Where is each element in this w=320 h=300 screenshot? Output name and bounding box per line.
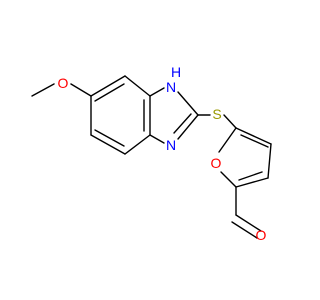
methoxy-oxygen-label: O (58, 75, 69, 91)
bond-methyl-o (31, 83, 55, 97)
bond-s-furan (223, 114, 237, 129)
bond-furan-c5-c4 (235, 127, 272, 145)
bond-c2-n-inner (173, 113, 192, 134)
bond-layer (31, 75, 272, 239)
nh-nitrogen-label: N (166, 79, 176, 95)
bond-o-aryl (70, 83, 92, 97)
bond-benz-2 (124, 75, 151, 97)
nh-hydrogen-label: H (171, 64, 181, 80)
bond-nh-c2 (177, 91, 199, 116)
bond-furan-c4-c3 (267, 143, 272, 179)
bond-furan-c3-c2 (235, 177, 269, 188)
bond-furan-c2-o (220, 171, 237, 188)
thioether-sulfur-label: S (212, 106, 221, 122)
aldehyde-oxygen-label: O (256, 227, 267, 243)
molecule-structure: O H N N S O O (31, 64, 272, 243)
bond-benz-5-inner (94, 129, 125, 147)
bond-cho-o-1 (235, 214, 262, 232)
bond-benz-4 (124, 134, 151, 155)
bond-benz-1 (90, 75, 126, 97)
bond-c-nh (149, 87, 165, 97)
bond-n-c (149, 134, 165, 144)
bond-furan-o-c5 (218, 127, 237, 153)
imine-nitrogen-label: N (166, 137, 176, 153)
bond-benz-1-inner (94, 83, 125, 102)
furan-oxygen-label: O (211, 155, 222, 171)
bond-benz-5 (90, 134, 126, 155)
atom-label-layer: O H N N S O O (58, 64, 267, 243)
bond-furan-c5-c4-inner (240, 134, 269, 148)
bond-c2-n (177, 114, 199, 140)
bond-cho-o-2 (231, 221, 258, 239)
bond-furan-c3-c2-inner (238, 171, 263, 181)
